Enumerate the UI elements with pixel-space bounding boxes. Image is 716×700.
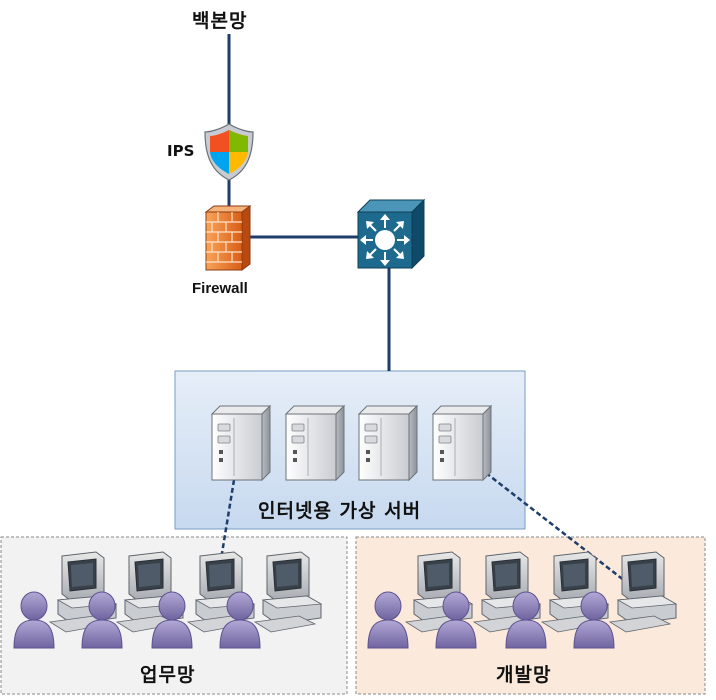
firewall-icon	[204, 205, 252, 271]
network-links	[227, 34, 391, 371]
server-zone-label: 인터넷용 가상 서버	[258, 500, 422, 522]
server-icon	[432, 405, 492, 481]
server-to-work-link	[212, 479, 236, 603]
server-to-dev-link	[485, 472, 635, 589]
backbone-label: 백본망	[192, 10, 248, 32]
work-network-label: 업무망	[140, 664, 196, 686]
dev-network-label: 개발망	[496, 664, 552, 686]
server-icon	[211, 405, 271, 481]
ips-label: IPS	[167, 142, 195, 160]
server-icon	[358, 405, 418, 481]
switch-icon	[356, 198, 426, 270]
server-icon	[285, 405, 345, 481]
shield-icon	[204, 123, 254, 181]
firewall-label: Firewall	[192, 280, 248, 297]
dashed-links	[212, 472, 635, 603]
